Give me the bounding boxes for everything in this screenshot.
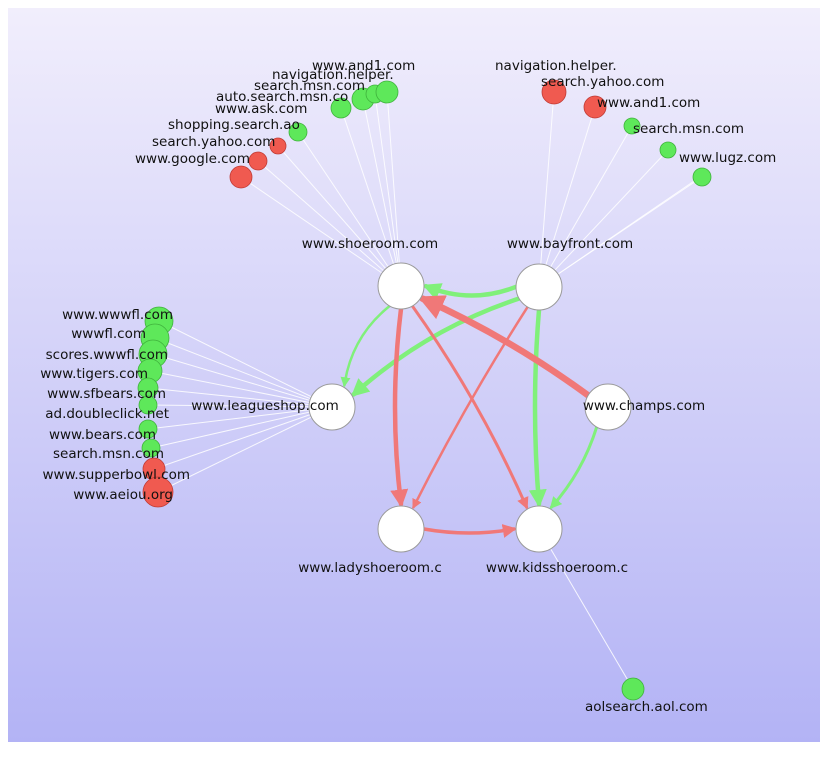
satellite-label: www.lugz.com	[679, 150, 776, 166]
satellite-label: ad.doubleclick.net	[45, 406, 169, 422]
satellite-node-aolsearch-aol-com[interactable]	[621, 677, 645, 701]
satellite-node-www-google-com[interactable]	[229, 165, 253, 189]
satellite-nodes	[137, 79, 712, 701]
hub-node-champs[interactable]	[584, 383, 632, 431]
satellite-label: search.msn.com	[633, 121, 744, 137]
spoke-edge	[150, 406, 333, 449]
satellite-label: search.yahoo.com	[152, 134, 275, 150]
hub-node-kidsshoeroom[interactable]	[515, 505, 563, 553]
link-bayfront-to-leagueshop	[350, 296, 522, 397]
satellite-label: www.google.com	[135, 151, 250, 167]
satellite-label: shopping.search.ao	[168, 117, 300, 133]
spoke-edge	[538, 106, 596, 288]
satellite-label: www.and1.com	[597, 95, 700, 111]
spoke-edge	[538, 125, 633, 288]
satellite-label: search.yahoo.com	[541, 74, 664, 90]
spoke-edge	[538, 176, 701, 288]
satellite-label: www.tigers.com	[40, 366, 148, 382]
satellite-node-search-yahoo-com[interactable]	[583, 95, 607, 119]
satellite-label: search.msn.com	[53, 446, 164, 462]
hub-links	[340, 283, 599, 538]
spoke-edge	[362, 98, 402, 287]
spoke-edge	[152, 353, 333, 408]
satellite-node-navigation-helper[interactable]	[541, 79, 567, 105]
satellite-node-www-bears-com[interactable]	[138, 419, 158, 439]
spoke-edge	[153, 406, 333, 470]
spoke-edge	[154, 337, 333, 408]
link-bayfront-to-shoeroom	[422, 283, 519, 300]
satellite-label: navigation.helper.	[495, 58, 617, 74]
node-labels: www.google.comsearch.yahoo.comshopping.s…	[40, 58, 776, 715]
hub-node-bayfront[interactable]	[515, 263, 563, 311]
satellite-node-www-and1-com[interactable]	[623, 117, 641, 135]
satellite-node-search-msn-com[interactable]	[141, 438, 161, 458]
spoke-edge	[147, 404, 333, 408]
satellite-node-auto-search-msn-co[interactable]	[330, 97, 352, 119]
spoke-edge	[149, 370, 333, 408]
link-shoeroom-to-kidsshoeroom	[410, 304, 529, 510]
hub-label-ladyshoeroom: www.ladyshoeroom.c	[298, 560, 442, 576]
spoke-edge	[340, 107, 402, 287]
spoke-edge	[257, 160, 402, 287]
hub-label-kidsshoeroom: www.kidsshoeroom.c	[486, 560, 628, 576]
hub-label-bayfront: www.bayfront.com	[507, 236, 633, 252]
satellite-label: scores.wwwfl.com	[46, 347, 168, 363]
satellite-label: search.msn.com	[254, 78, 365, 94]
hub-nodes	[308, 262, 632, 553]
satellite-label: www.supperbowl.com	[42, 467, 190, 483]
link-ladyshoeroom-to-kidsshoeroom	[422, 524, 517, 538]
satellite-label: wwwfl.com	[71, 326, 146, 342]
satellite-label: www.ask.com	[215, 101, 307, 117]
spoke-edge	[240, 176, 402, 287]
satellite-node-ad-doubleclick-net[interactable]	[138, 395, 158, 415]
satellite-label: www.bears.com	[49, 427, 156, 443]
satellite-node-search-yahoo-com[interactable]	[248, 151, 268, 171]
satellite-label: navigation.helper.	[272, 67, 394, 83]
spoke-edge	[147, 406, 333, 430]
spoke-edge	[147, 387, 333, 408]
satellite-label: aolsearch.aol.com	[585, 699, 708, 715]
link-bayfront-to-kidsshoeroom	[528, 307, 547, 508]
satellite-node-www-lugz-com[interactable]	[692, 167, 712, 187]
hub-node-ladyshoeroom[interactable]	[377, 505, 425, 553]
satellite-label: www.aeiou.org	[73, 487, 173, 503]
hub-label-champs: www.champs.com	[583, 398, 705, 414]
spoke-edge	[374, 93, 402, 287]
spoke-edge	[538, 149, 669, 288]
link-shoeroom-to-ladyshoeroom	[390, 306, 409, 508]
satellite-node-www-aeiou-org[interactable]	[142, 476, 174, 508]
link-champs-to-shoeroom	[417, 295, 592, 399]
satellite-label: www.and1.com	[312, 58, 415, 74]
link-champs-to-kidsshoeroom	[549, 425, 599, 510]
spoke-edge	[538, 528, 634, 690]
satellite-label: auto.search.msn.co	[216, 89, 348, 105]
spoke-edge	[297, 131, 402, 287]
hub-label-shoeroom: www.shoeroom.com	[302, 236, 438, 252]
satellite-node-search-msn-com[interactable]	[659, 141, 677, 159]
spoke-edge	[158, 320, 333, 408]
hub-node-leagueshop[interactable]	[308, 383, 356, 431]
satellite-node-www-ask-com[interactable]	[288, 122, 308, 142]
hub-label-leagueshop: www.leagueshop.com	[191, 398, 338, 414]
satellite-label: www.wwwfl.com	[62, 307, 173, 323]
spoke-edge	[277, 145, 402, 287]
link-bayfront-to-ladyshoeroom	[412, 305, 529, 510]
spoke-edges	[147, 91, 703, 690]
network-graph: www.google.comsearch.yahoo.comshopping.s…	[8, 8, 820, 742]
satellite-node-www-and1-com[interactable]	[375, 80, 399, 104]
spoke-edge	[538, 91, 555, 288]
spoke-edge	[157, 406, 333, 493]
hub-node-shoeroom[interactable]	[377, 262, 425, 310]
link-shoeroom-to-leagueshop	[340, 304, 391, 388]
satellite-label: www.sfbears.com	[47, 386, 166, 402]
spoke-edge	[386, 91, 402, 287]
satellite-node-shopping-search-ao[interactable]	[269, 137, 287, 155]
